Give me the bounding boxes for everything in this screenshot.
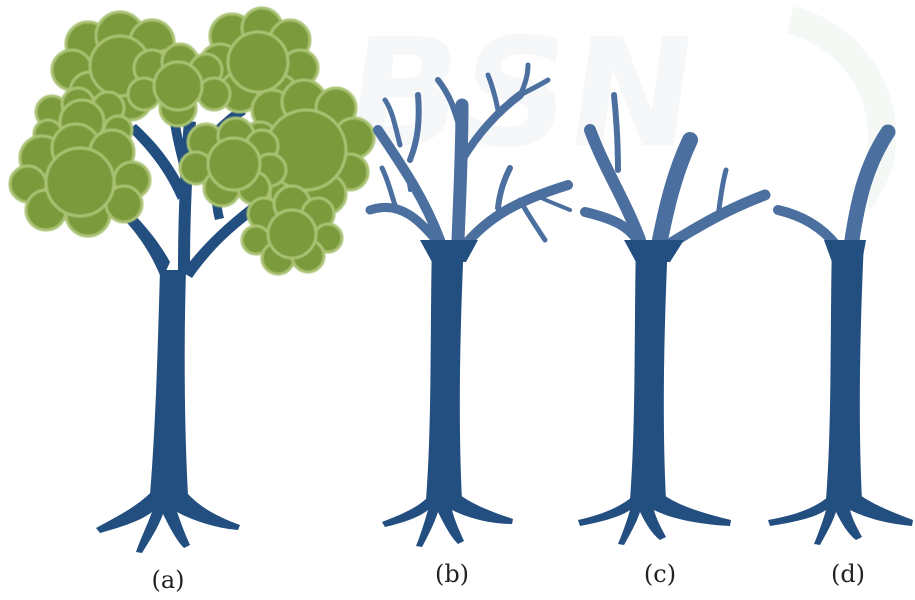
tree-c-roots bbox=[578, 495, 731, 545]
tree-a-roots bbox=[96, 488, 240, 553]
tree-d-trunk bbox=[826, 240, 864, 500]
foliage-cluster bbox=[178, 116, 288, 208]
tree-b-trunk bbox=[426, 240, 464, 500]
panel-label-c: (c) bbox=[643, 560, 677, 588]
tree-a-foliage bbox=[8, 6, 376, 276]
panel-label-a: (a) bbox=[151, 566, 185, 594]
panel-label-d: (d) bbox=[830, 560, 866, 588]
tree-a-trunk bbox=[150, 270, 188, 495]
tree-c bbox=[578, 92, 771, 545]
tree-a-branch bbox=[128, 124, 186, 200]
tree-d-trunk-fork bbox=[824, 240, 866, 262]
foliage-cluster bbox=[240, 184, 344, 276]
tree-b-branches bbox=[365, 62, 573, 250]
foliage-cluster bbox=[8, 122, 152, 238]
foliage-cluster bbox=[126, 42, 232, 128]
tree-d-roots bbox=[768, 495, 913, 545]
tree-d bbox=[768, 124, 913, 545]
tree-a bbox=[8, 6, 376, 553]
panel-label-b: (b) bbox=[434, 560, 470, 588]
tree-c-trunk bbox=[630, 240, 668, 500]
tree-c-branches bbox=[580, 92, 771, 251]
tree-c-trunk-fork bbox=[624, 240, 684, 262]
tree-a-branch bbox=[115, 204, 170, 280]
tree-b-roots bbox=[382, 495, 513, 547]
tree-b bbox=[365, 62, 573, 547]
tree-b-trunk-fork bbox=[420, 240, 478, 262]
tree-d-branches bbox=[773, 124, 896, 250]
